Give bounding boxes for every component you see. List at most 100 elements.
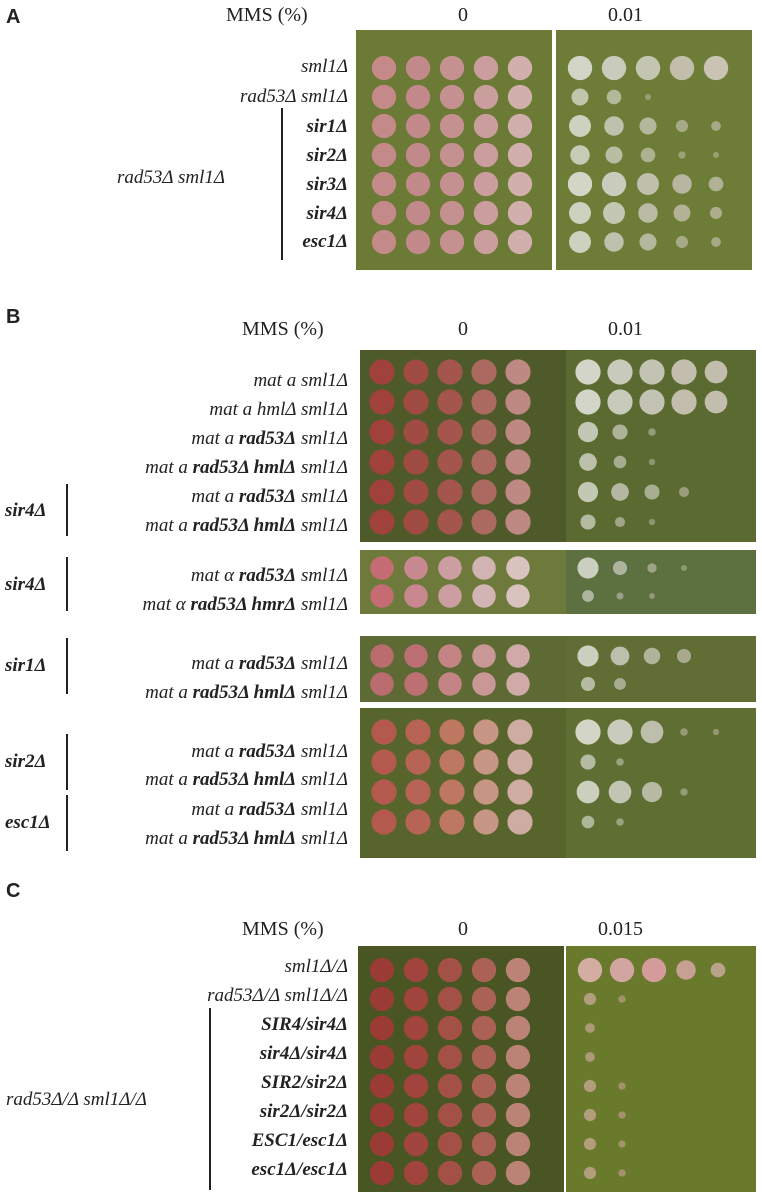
label-prefix: mat a: [191, 799, 239, 820]
colony-spot: [669, 55, 695, 81]
plate-a-1: [556, 30, 752, 270]
agar-background: [566, 946, 756, 1192]
panel-c-row-label: sir4Δ/sir4Δ: [259, 1043, 348, 1064]
colony-spot: [437, 479, 463, 505]
agar-background: [360, 636, 566, 702]
colony-spot: [618, 1140, 626, 1148]
colony-spot: [437, 1015, 463, 1041]
spots-b4-1: [566, 708, 756, 858]
panel-c-conc-1: 0.015: [598, 918, 643, 940]
colony-spot: [371, 809, 397, 835]
panel-b-row-label: mat a rad53Δ sml1Δ: [191, 799, 348, 821]
panel-b-row-label: mat a rad53Δ sml1Δ: [191, 741, 348, 763]
colony-spot: [437, 419, 463, 445]
label-prefix: mat a: [145, 515, 193, 536]
plate-a-0: [356, 30, 552, 270]
colony-spot: [471, 389, 497, 415]
colony-spot: [437, 1131, 463, 1157]
colony-spot: [369, 957, 395, 983]
colony-spot: [405, 200, 431, 226]
colony-spot: [403, 986, 429, 1012]
agar-background: [566, 636, 756, 702]
label-bold: rad53Δ: [238, 653, 297, 674]
colony-spot: [577, 957, 603, 983]
colony-spot: [606, 89, 622, 105]
colony-spot: [471, 449, 497, 475]
colony-spot: [403, 419, 429, 445]
colony-spot: [505, 419, 531, 445]
colony-spot: [471, 1073, 497, 1099]
colony-spot: [582, 590, 594, 602]
colony-spot: [604, 232, 624, 252]
spots-c-1: [566, 946, 756, 1192]
colony-spot: [601, 171, 627, 197]
colony-spot: [644, 93, 652, 101]
agar-background: [566, 550, 756, 614]
colony-spot: [369, 1102, 395, 1128]
label-suffix: sml1Δ: [296, 769, 348, 790]
plate-b1-1: [566, 350, 756, 542]
colony-spot: [576, 780, 600, 804]
colony-spot: [505, 1073, 531, 1099]
panel-b-row-label: mat a rad53Δ hmlΔ sml1Δ: [145, 682, 348, 704]
colony-spot: [704, 360, 728, 384]
colony-spot: [616, 592, 624, 600]
colony-spot: [439, 171, 465, 197]
colony-spot: [577, 481, 599, 503]
colony-spot: [676, 648, 692, 664]
colony-spot: [710, 962, 726, 978]
panel-c-mms-label: MMS (%): [242, 918, 324, 940]
colony-spot: [607, 719, 633, 745]
agar-background: [358, 946, 564, 1192]
colony-spot: [405, 171, 431, 197]
colony-spot: [369, 1131, 395, 1157]
panel-b-mms-label: MMS (%): [242, 318, 324, 340]
colony-spot: [579, 453, 597, 471]
colony-spot: [644, 484, 660, 500]
panel-b-conc-0: 0: [458, 318, 468, 340]
panel-b-row-label: mat a rad53Δ sml1Δ: [191, 653, 348, 675]
colony-spot: [605, 146, 623, 164]
colony-spot: [471, 1015, 497, 1041]
colony-spot: [711, 237, 721, 247]
panel-b-group-label: sir2Δ: [5, 751, 47, 772]
colony-spot: [613, 455, 627, 469]
colony-spot: [711, 121, 721, 131]
colony-spot: [371, 229, 397, 255]
colony-spot: [507, 779, 533, 805]
colony-spot: [640, 147, 656, 163]
panel-c-row-label: sir2Δ/sir2Δ: [259, 1101, 348, 1122]
colony-spot: [580, 754, 596, 770]
colony-spot: [371, 171, 397, 197]
colony-spot: [473, 113, 499, 139]
colony-spot: [611, 483, 629, 501]
colony-spot: [648, 428, 656, 436]
colony-spot: [618, 1082, 626, 1090]
colony-spot: [473, 200, 499, 226]
colony-spot: [371, 142, 397, 168]
colony-spot: [673, 204, 691, 222]
label-prefix: mat a: [191, 486, 239, 507]
panel-b-group-label: sir1Δ: [5, 655, 47, 676]
spots-a-1: [556, 30, 752, 270]
colony-spot: [505, 359, 531, 385]
colony-spot: [616, 758, 624, 766]
spots-b2-0: [360, 550, 566, 614]
panel-b-row-label: mat a rad53Δ hmlΔ sml1Δ: [145, 457, 348, 479]
colony-spot: [507, 84, 533, 110]
colony-spot: [438, 556, 462, 580]
spots-c-0: [358, 946, 564, 1192]
colony-spot: [471, 359, 497, 385]
colony-spot: [403, 479, 429, 505]
colony-spot: [505, 509, 531, 535]
panel-c-group-label: rad53Δ/Δ sml1Δ/Δ: [6, 1089, 147, 1110]
colony-spot: [405, 719, 431, 745]
colony-spot: [567, 55, 593, 81]
colony-spot: [505, 1044, 531, 1070]
panel-b-group-bracket: [66, 638, 68, 694]
label-prefix: mat a: [191, 741, 239, 762]
panel-a-group-bracket: [281, 108, 283, 260]
colony-spot: [618, 1169, 626, 1177]
panel-a-mms-label: MMS (%): [226, 4, 308, 26]
label-bold: rad53Δ: [238, 741, 297, 762]
